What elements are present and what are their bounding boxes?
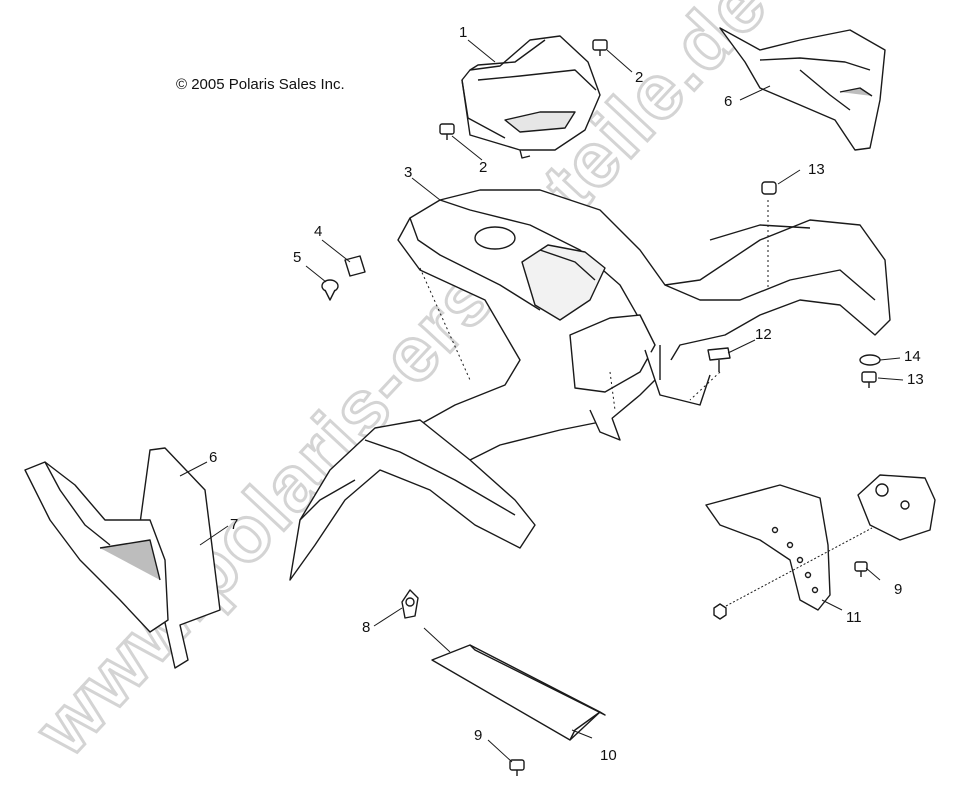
callout-14: 14 <box>904 348 921 365</box>
part-7-side-panel-decal <box>24 461 169 633</box>
part-14-washer <box>859 354 881 366</box>
part-2-screw-upper <box>592 39 608 56</box>
callout-4: 4 <box>314 223 323 240</box>
part-5-rivet <box>321 279 339 301</box>
part-11-nut <box>713 603 727 620</box>
part-6-side-panel-upper <box>719 27 886 151</box>
part-11-bracket <box>705 484 831 611</box>
part-2-screw-lower <box>439 123 455 140</box>
part-4-clip <box>344 255 366 277</box>
part-13-grommet <box>761 181 777 195</box>
callout-10: 10 <box>600 747 617 764</box>
callout-9-lower: 9 <box>474 727 483 744</box>
callout-13-upper: 13 <box>808 161 825 178</box>
copyright-notice: © 2005 Polaris Sales Inc. <box>176 76 345 93</box>
part-3-left-fender <box>289 419 536 581</box>
part-11-tail-light <box>857 474 936 541</box>
callout-1: 1 <box>459 24 468 41</box>
callout-13-lower: 13 <box>907 371 924 388</box>
part-3-front-cab <box>397 189 891 471</box>
callout-11: 11 <box>846 609 862 626</box>
part-9-screw-right <box>854 561 868 577</box>
callout-6-lower: 6 <box>209 449 218 466</box>
callout-6-upper: 6 <box>724 93 733 110</box>
part-10-heat-shield <box>431 644 606 741</box>
callout-7: 7 <box>230 516 239 533</box>
part-8-clip <box>401 589 419 619</box>
callout-9-right: 9 <box>894 581 903 598</box>
part-12-rivet <box>707 347 731 372</box>
callout-5: 5 <box>293 249 302 266</box>
part-13-screw <box>861 371 877 388</box>
callout-2-lower: 2 <box>479 159 488 176</box>
callout-8: 8 <box>362 619 371 636</box>
callout-12: 12 <box>755 326 772 343</box>
part-1-headlight-pod <box>461 35 601 159</box>
callout-3: 3 <box>404 164 413 181</box>
leader-lines <box>179 39 904 763</box>
callout-2-upper: 2 <box>635 69 644 86</box>
part-9-screw-lower <box>509 759 525 776</box>
